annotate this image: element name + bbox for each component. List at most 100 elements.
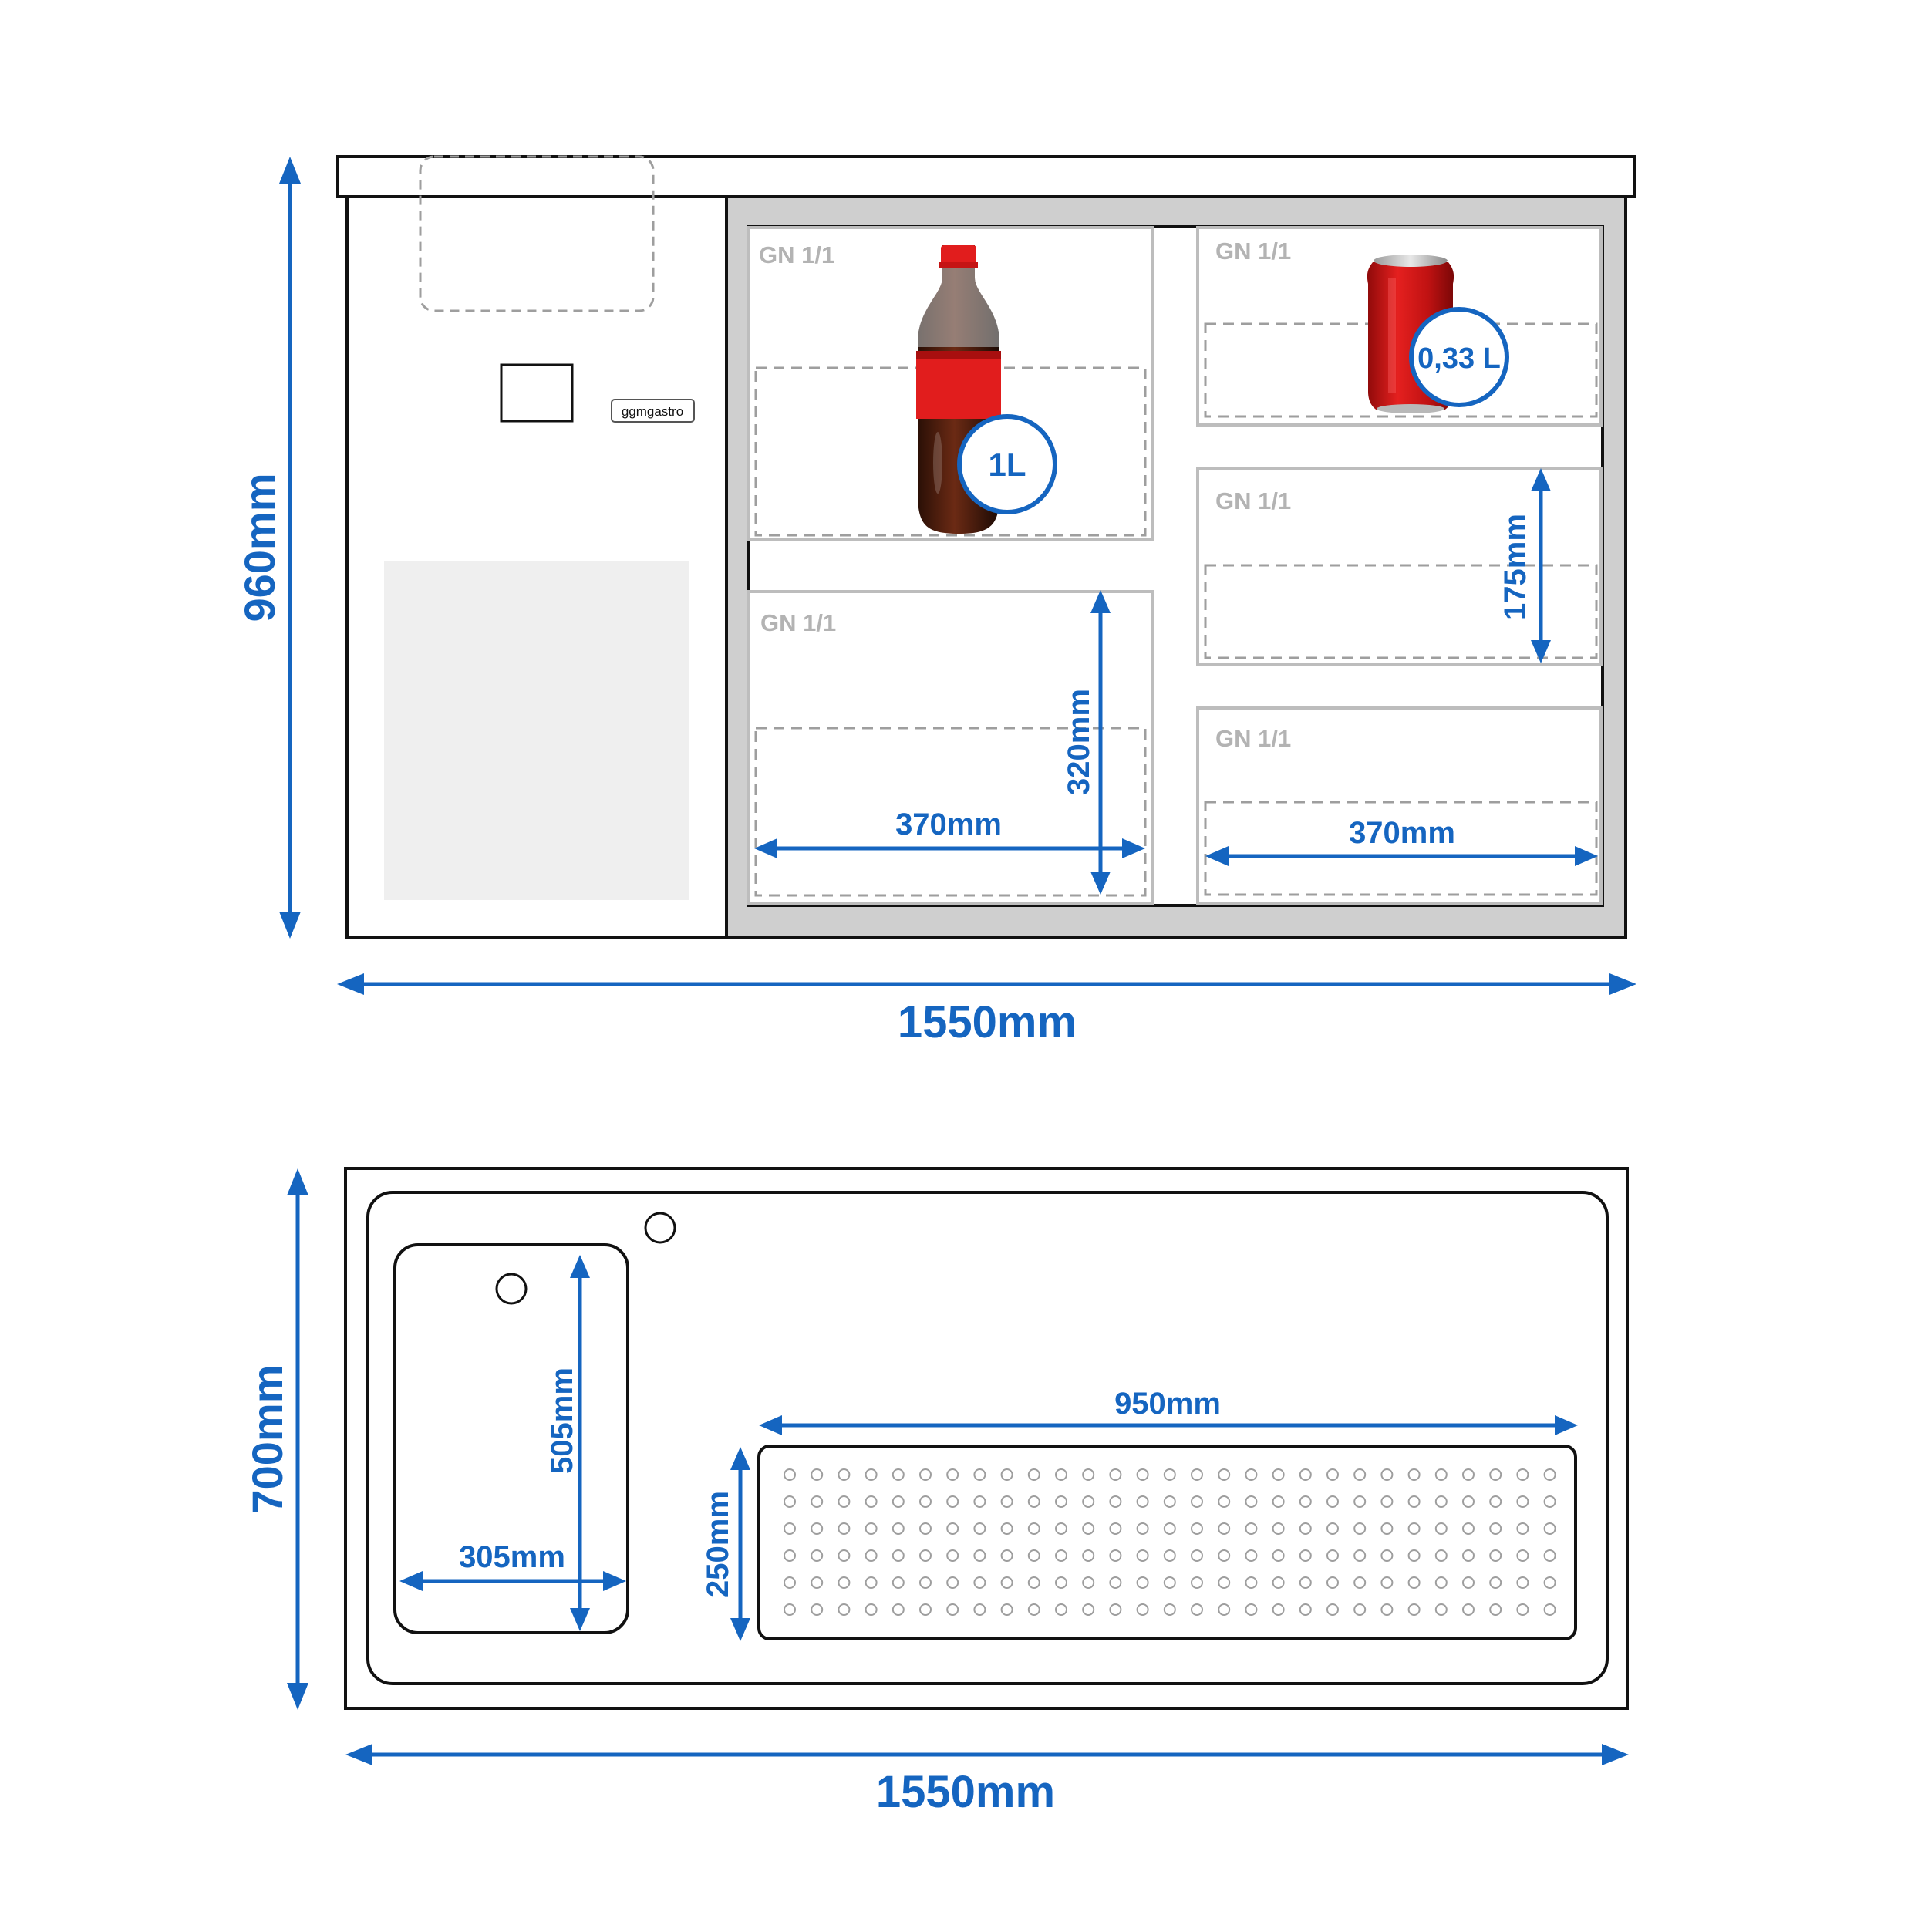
perforation-hole bbox=[1109, 1495, 1122, 1508]
gn-compartment-top-left: GN 1/1 bbox=[747, 226, 1154, 541]
perforation-hole bbox=[1000, 1576, 1013, 1589]
perforation-hole bbox=[1380, 1603, 1394, 1616]
perforation-hole bbox=[1353, 1495, 1367, 1508]
badge-1l: 1L bbox=[957, 414, 1057, 514]
perforation-hole bbox=[1272, 1495, 1285, 1508]
gn-label: GN 1/1 bbox=[1215, 238, 1291, 265]
perforation-hole bbox=[1407, 1468, 1421, 1481]
dim-370-right-label: 370mm bbox=[1349, 816, 1455, 850]
gn-label: GN 1/1 bbox=[760, 609, 836, 636]
top-view: 505mm 305mm 950mm 250mm 700mm bbox=[243, 1167, 1629, 1817]
perforation-hole bbox=[1326, 1522, 1339, 1535]
perforation-hole bbox=[1543, 1576, 1556, 1589]
perforation-hole bbox=[811, 1522, 824, 1535]
perforation-hole bbox=[1380, 1576, 1394, 1589]
perforation-hole bbox=[811, 1495, 824, 1508]
perforation-hole bbox=[919, 1468, 932, 1481]
perforation-hole bbox=[1245, 1603, 1258, 1616]
perforation-hole bbox=[892, 1522, 905, 1535]
perforation-hole bbox=[1000, 1495, 1013, 1508]
perforation-hole bbox=[1299, 1576, 1312, 1589]
ventilation-panel bbox=[384, 561, 689, 900]
perforation-hole bbox=[1000, 1468, 1013, 1481]
perforation-hole bbox=[1163, 1468, 1176, 1481]
perforation-hole bbox=[1191, 1522, 1203, 1535]
perforation-hole bbox=[1218, 1468, 1231, 1481]
perforation-hole bbox=[1543, 1549, 1556, 1562]
dim-950-label: 950mm bbox=[1114, 1387, 1221, 1421]
perforation-hole bbox=[1245, 1495, 1258, 1508]
perforation-hole bbox=[1489, 1522, 1502, 1535]
perforation-hole bbox=[1462, 1468, 1475, 1481]
worktop bbox=[336, 155, 1636, 198]
perforation-hole bbox=[1163, 1576, 1176, 1589]
perforation-hole bbox=[1353, 1576, 1367, 1589]
perforation-hole bbox=[811, 1576, 824, 1589]
perforation-hole bbox=[1326, 1468, 1339, 1481]
perforation-hole bbox=[1462, 1549, 1475, 1562]
gn-compartment-middle-right: GN 1/1 bbox=[1196, 467, 1603, 666]
drip-tray bbox=[757, 1445, 1577, 1640]
perforation-hole bbox=[1489, 1576, 1502, 1589]
perforation-hole bbox=[1027, 1522, 1040, 1535]
perforation-hole bbox=[1326, 1549, 1339, 1562]
perforation-hole bbox=[1326, 1576, 1339, 1589]
perforation-hole bbox=[919, 1522, 932, 1535]
perforation-hole bbox=[838, 1522, 851, 1535]
bottle-icon bbox=[916, 245, 1001, 534]
perforation-hole bbox=[892, 1468, 905, 1481]
perforation-hole bbox=[892, 1576, 905, 1589]
perforation-hole bbox=[1136, 1603, 1149, 1616]
perforation-hole bbox=[1272, 1576, 1285, 1589]
dim-1550-front bbox=[337, 973, 1636, 995]
dim-370-left bbox=[754, 838, 1145, 858]
perforation-hole bbox=[946, 1549, 959, 1562]
brand-label: ggmgastro bbox=[622, 404, 683, 419]
tap-hole bbox=[644, 1212, 676, 1244]
perforation-hole bbox=[1543, 1495, 1556, 1508]
gn-label: GN 1/1 bbox=[759, 241, 834, 268]
perforation-hole bbox=[1299, 1603, 1312, 1616]
perforation-hole bbox=[1326, 1495, 1339, 1508]
dim-175 bbox=[1531, 468, 1551, 663]
perforation-hole bbox=[946, 1603, 959, 1616]
perforation-hole bbox=[1136, 1522, 1149, 1535]
sink-bowl-hidden-outline bbox=[419, 155, 655, 312]
dim-700-label: 700mm bbox=[243, 1364, 292, 1513]
gn-compartment-bottom-left: GN 1/1 bbox=[747, 590, 1154, 905]
perforation-hole bbox=[1082, 1603, 1095, 1616]
perforation-hole bbox=[1027, 1549, 1040, 1562]
perforation-hole bbox=[1489, 1549, 1502, 1562]
perforation-hole bbox=[1000, 1603, 1013, 1616]
perforation-hole bbox=[1109, 1603, 1122, 1616]
dim-320 bbox=[1090, 590, 1111, 895]
gn-label: GN 1/1 bbox=[1215, 725, 1291, 752]
perforation-hole bbox=[1353, 1549, 1367, 1562]
perforation-hole bbox=[1353, 1603, 1367, 1616]
perforation-hole bbox=[1218, 1495, 1231, 1508]
perforation-hole bbox=[1462, 1576, 1475, 1589]
perforation-hole bbox=[973, 1522, 986, 1535]
perforation-hole bbox=[1191, 1603, 1203, 1616]
perforation-hole bbox=[1055, 1603, 1067, 1616]
gn-label: GN 1/1 bbox=[1215, 487, 1291, 514]
perforation-hole bbox=[1218, 1603, 1231, 1616]
perforation-hole bbox=[1082, 1549, 1095, 1562]
sink-basin bbox=[393, 1243, 629, 1634]
perforation-hole bbox=[1299, 1549, 1312, 1562]
dim-700 bbox=[287, 1168, 308, 1710]
dim-1550-top bbox=[345, 1744, 1629, 1765]
dim-370-right bbox=[1205, 846, 1598, 866]
perforation-hole bbox=[1489, 1468, 1502, 1481]
perforation-hole bbox=[892, 1603, 905, 1616]
perforation-hole bbox=[1109, 1468, 1122, 1481]
perforation-hole bbox=[865, 1549, 878, 1562]
perforation-hole bbox=[1163, 1522, 1176, 1535]
perforation-hole bbox=[1055, 1549, 1067, 1562]
perforation-hole bbox=[1516, 1468, 1529, 1481]
perforation-hole bbox=[1136, 1576, 1149, 1589]
perforation-hole bbox=[1543, 1603, 1556, 1616]
perforation-hole bbox=[1380, 1468, 1394, 1481]
